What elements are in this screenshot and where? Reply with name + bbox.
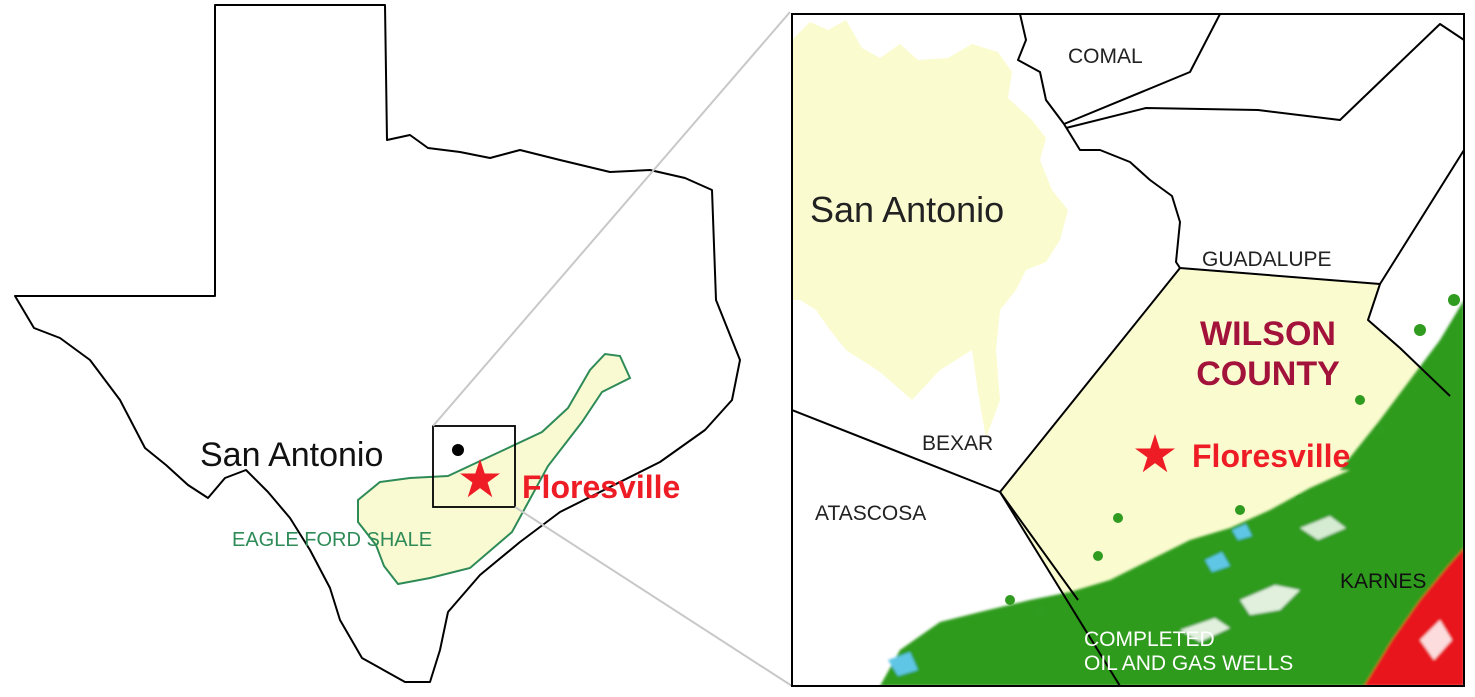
inset-floresville-label: Floresville — [1192, 438, 1350, 474]
wilson-county-title-line1: WILSON — [1200, 315, 1336, 353]
county-boundaries — [792, 14, 1464, 686]
wilson-county-title-line2: COUNTY — [1196, 355, 1340, 393]
san-antonio-label: San Antonio — [200, 436, 383, 474]
scattered-well-dots — [1005, 294, 1460, 616]
inset-floresville-star-icon — [1135, 434, 1175, 473]
eagle-ford-shale-region — [357, 352, 632, 586]
texas-outline — [14, 4, 741, 683]
wilson-county-inset-map: COMAL San Antonio GUADALUPE WILSON COUNT… — [791, 13, 1465, 687]
oil-gas-wells-area — [880, 300, 1464, 686]
inset-frame — [791, 13, 1465, 687]
comal-county-label: COMAL — [1068, 45, 1143, 68]
inset-locator-box — [432, 425, 516, 508]
texas-overview-map: San Antonio Floresville EAGLE FORD SHALE — [14, 4, 741, 683]
inset-connector-lines — [432, 11, 793, 687]
bexar-county-label: BEXAR — [922, 432, 993, 455]
san-antonio-dot — [452, 444, 464, 456]
karnes-county-label: KARNES — [1340, 570, 1426, 593]
eagle-ford-shale-label: EAGLE FORD SHALE — [232, 529, 432, 551]
guadalupe-county-label: GUADALUPE — [1202, 248, 1332, 271]
floresville-label: Floresville — [522, 469, 680, 505]
wells-label-line2: OIL AND GAS WELLS — [1084, 652, 1293, 675]
wells-label-line1: COMPLETED — [1084, 628, 1215, 651]
san-antonio-urban-area — [792, 20, 1068, 438]
floresville-star-icon — [460, 459, 500, 498]
atascosa-county-label: ATASCOSA — [815, 502, 926, 525]
inset-san-antonio-label: San Antonio — [810, 189, 1004, 230]
